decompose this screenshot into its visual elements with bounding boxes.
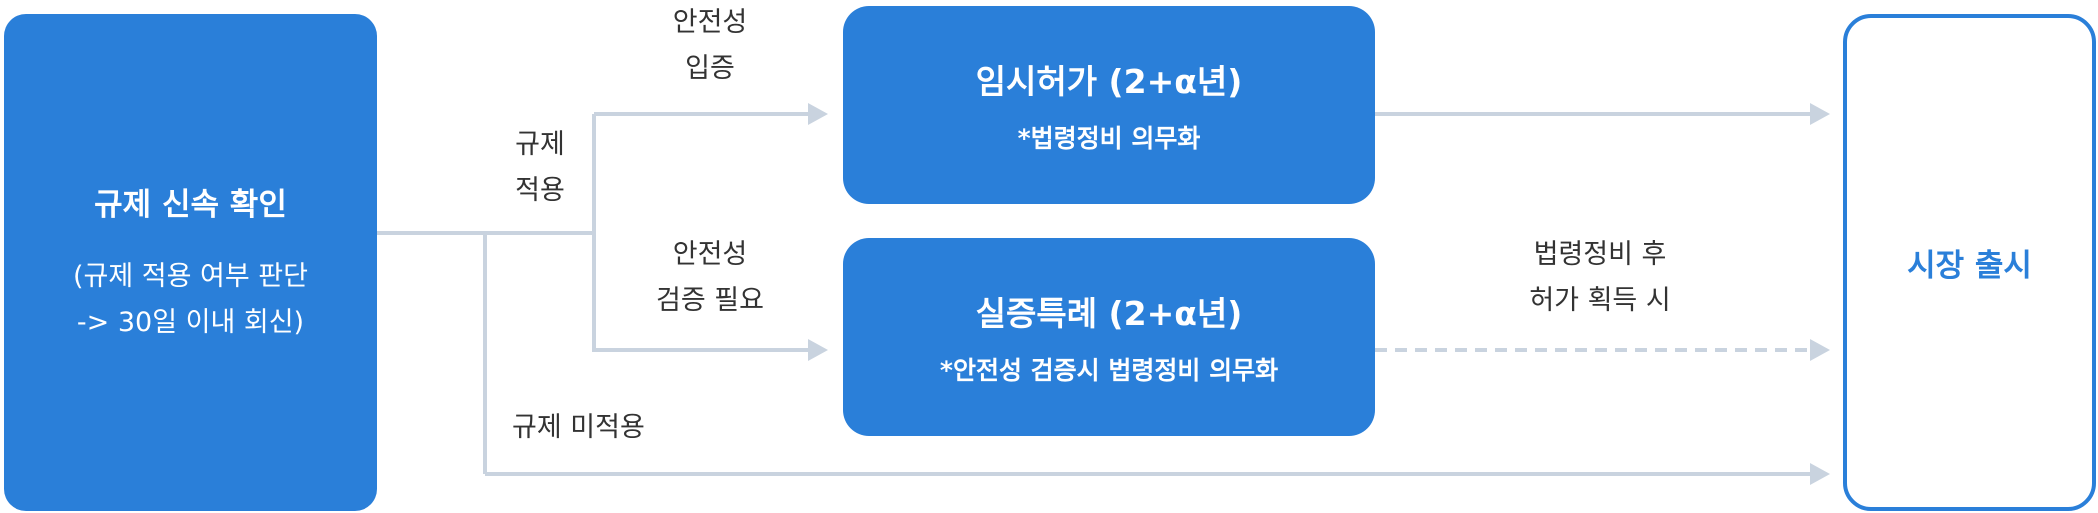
edge-label-after-law-reform: 법령정비 후 허가 획득 시 <box>1510 232 1690 324</box>
market-launch-title: 시장 출시 <box>1907 248 2032 284</box>
safety-needed-line2: 검증 필요 <box>656 285 764 316</box>
regulation-check-sub-line1: (규제 적용 여부 판단 <box>72 261 308 292</box>
edge-label-regulation-applied: 규제 적용 <box>500 122 580 214</box>
edge-label-safety-needed: 안전성 검증 필요 <box>630 232 790 324</box>
arrowhead-market-top <box>1810 103 1830 125</box>
after-law-line1: 법령정비 후 <box>1533 239 1667 270</box>
reg-applied-line1: 규제 <box>515 129 565 160</box>
demonstration-special-title: 실증특례 (2+α년) <box>975 294 1243 333</box>
arrowhead-market-bottom <box>1810 463 1830 485</box>
regulation-check-title: 규제 신속 확인 <box>94 187 287 223</box>
edge-label-safety-proven: 안전성 입증 <box>650 0 770 92</box>
safety-proven-line2: 입증 <box>685 53 735 84</box>
demonstration-special-note: *안전성 검증시 법령정비 의무화 <box>939 356 1279 385</box>
temporary-permit-box: 임시허가 (2+α년) *법령정비 의무화 <box>843 6 1375 204</box>
after-law-line2: 허가 획득 시 <box>1529 285 1671 316</box>
reg-applied-line2: 적용 <box>515 175 565 206</box>
arrowhead-demo-special <box>808 339 828 361</box>
demonstration-special-box: 실증특례 (2+α년) *안전성 검증시 법령정비 의무화 <box>843 238 1375 436</box>
safety-proven-line1: 안전성 <box>672 7 748 38</box>
temporary-permit-title: 임시허가 (2+α년) <box>975 62 1243 101</box>
temporary-permit-note: *법령정비 의무화 <box>1017 124 1201 153</box>
regulation-check-sub-line2: -> 30일 이내 회신) <box>76 307 305 338</box>
market-launch-box: 시장 출시 <box>1843 14 2096 511</box>
regulation-check-box: 규제 신속 확인 (규제 적용 여부 판단 -> 30일 이내 회신) <box>4 14 377 511</box>
edge-label-regulation-not-applied: 규제 미적용 <box>512 412 645 443</box>
safety-needed-line1: 안전성 <box>672 239 748 270</box>
arrowhead-market-mid <box>1810 339 1830 361</box>
arrowhead-temp-permit <box>808 103 828 125</box>
